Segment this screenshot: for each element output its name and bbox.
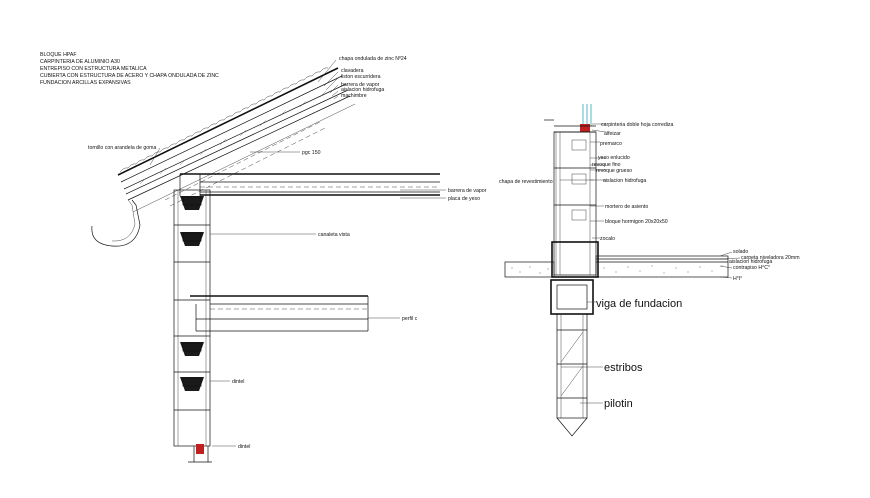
label-perfil: perfil c [402,316,418,322]
label-placa: placa de yeso [448,196,480,202]
label-left: chapa de revestimiento [499,179,553,185]
label-chapa: chapa ondulada de zinc Nº24 [339,56,407,62]
label-pgc: pgc 150 [302,150,321,156]
label-mortero: mortero de asiento [605,204,648,210]
label-liston: liston escurridera [341,74,381,80]
label-canaleta: canaleta vista [318,232,350,238]
label-aislacion-techo: aislacion hidrofuga [341,87,384,93]
label-tornillo: tornillo con arandela de goma [88,145,156,151]
wall-column [173,189,212,463]
label-solado: solado [733,249,748,255]
label-carpinteria: carpinteria doble hoja corrediza [601,122,673,128]
foundation [550,279,594,437]
label-hoi: H°I° [733,276,742,282]
floor-slab [504,255,729,278]
label-revoque-grueso: revoque grueso [596,168,632,174]
left-leaders [149,59,446,447]
gutter [91,199,141,247]
label-estribos: estribos [604,362,643,374]
label-zocalo: zocalo [600,236,615,242]
floor-beam [190,295,369,332]
label-barrera-techo: barrera de vapor [341,82,380,88]
ceiling-beam [179,173,440,196]
note-line-5: FUNDACION ARCILLAS EXPANSIVAS [40,80,131,86]
label-bloque: bloque hormigon 20x20x50 [605,219,668,225]
note-line-1: BLOQUE HPAF [40,52,77,58]
label-dintel: dintel [232,379,244,385]
roof-wall-detail: chapa ondulada de zinc Nº24 clavadera li… [88,56,487,463]
label-revoque-fino: revoque fino [592,162,621,168]
label-yeso-enlucido: yeso enlucido [598,155,630,161]
label-aislacion-muro: aislacion hidrofuga [603,178,646,184]
note-line-2: CARPINTERIA DE ALUMINIO A30 [40,59,120,65]
label-dintel-bottom: dintel [238,444,250,450]
label-viga: viga de fundacion [596,298,682,310]
label-carpeta: carpeta niveladora 20mm [741,255,800,261]
label-aislacion-piso: aislacion hidrofuga [729,259,772,265]
note-line-4: CUBIERTA CON ESTRUCTURA DE ACERO Y CHAPA… [40,73,219,79]
label-machimbre: machimbre [341,93,367,99]
note-line-3: ENTREPISO CON ESTRUCTURA METALICA [40,66,147,72]
window-frame [544,104,596,133]
label-clavadera: clavadera [341,68,364,74]
label-premarco: premarco [600,141,622,147]
wall-foundation-detail: carpinteria doble hoja corrediza alfeiza… [499,104,800,437]
label-alfeizar: alfeizar [604,131,621,137]
label-pilotin: pilotin [604,398,633,410]
general-notes: BLOQUE HPAF CARPINTERIA DE ALUMINIO A30 … [40,52,219,86]
right-leaders [560,123,741,404]
label-barrera-cielo: barrera de vapor [448,188,487,194]
roof-assembly [117,67,356,213]
masonry-wall [551,131,599,278]
label-contrapiso: contrapiso H°C° [733,265,770,271]
